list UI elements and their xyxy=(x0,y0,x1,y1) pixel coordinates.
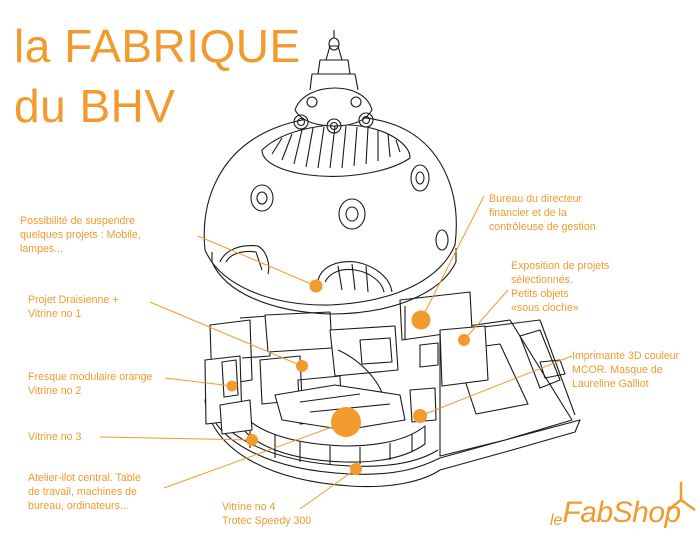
marker-atelier xyxy=(331,407,361,437)
fabshop-logo: leFabShop xyxy=(550,496,681,530)
marker-fresque xyxy=(226,380,238,392)
label-suspendre: Possibilité de suspendre quelques projet… xyxy=(20,215,141,255)
dome-cupola xyxy=(294,87,373,127)
label-bureau: Bureau du directeur financier et de la c… xyxy=(489,193,596,233)
dome-shell xyxy=(203,115,457,306)
logo-name: FabShop xyxy=(562,496,681,529)
logo-prefix: le xyxy=(550,512,563,529)
label-vitrine4: Vitrine no 4 Trotec Speedy 300 xyxy=(222,501,312,527)
label-vitrine3: Vitrine no 3 xyxy=(28,431,82,443)
logo-mark-icon xyxy=(667,482,696,512)
dome-rim xyxy=(211,261,457,315)
title-line-1: la FABRIQUE xyxy=(14,20,301,72)
marker-bureau xyxy=(411,310,431,330)
marker-suspendre xyxy=(309,279,323,293)
marker-vitrine3 xyxy=(246,434,258,446)
marker-imprimante xyxy=(413,409,427,423)
label-imprimante: Imprimante 3D couleur MCOR. Masque de La… xyxy=(572,350,680,390)
base-outer-ring xyxy=(204,399,581,488)
label-atelier: Atelier-ilot central. Table de travail, … xyxy=(28,472,141,512)
label-fresque: Fresque modulaire orange Vitrine no 2 xyxy=(28,371,153,397)
label-exposition: Exposition de projets sélectionnés. Peti… xyxy=(511,260,610,314)
marker-exposition xyxy=(458,334,470,346)
marker-draisienne xyxy=(296,360,308,372)
marker-vitrine4 xyxy=(350,463,362,475)
dome-ribbed-band xyxy=(261,124,411,177)
inner-ring-wall xyxy=(234,403,426,463)
title-line-2: du BHV xyxy=(14,80,176,132)
dome-arch-right xyxy=(317,261,393,293)
label-draisienne: Projet Draisienne + Vitrine no 1 xyxy=(28,294,119,320)
